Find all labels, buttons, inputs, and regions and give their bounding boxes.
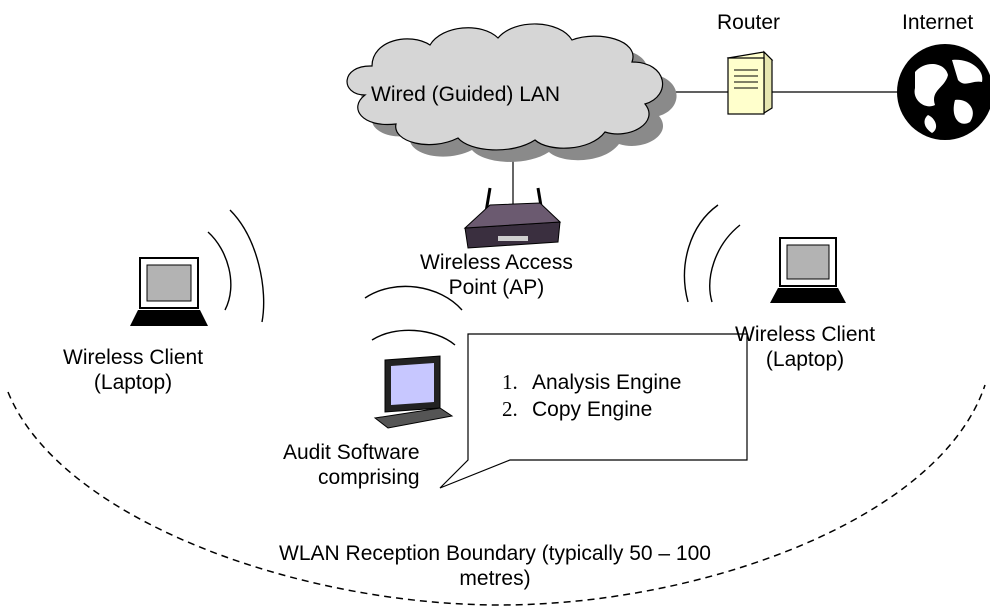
access-point-icon [463, 187, 562, 249]
callout-list: 1.Analysis Engine 2.Copy Engine [502, 369, 681, 423]
internet-label: Internet [902, 11, 974, 34]
client-right-label: Wireless Client (Laptop) [735, 323, 876, 371]
audit-software-label: Audit Software comprising [283, 441, 420, 489]
globe-icon [897, 44, 990, 140]
router-icon [726, 50, 774, 115]
access-point-label: Wireless Access Point (AP) [420, 251, 573, 299]
callout-box [439, 333, 748, 489]
wlan-boundary-arc [7, 384, 986, 606]
audit-laptop-icon [373, 355, 454, 429]
signal-waves-left [207, 209, 265, 323]
laptop-right-icon [770, 237, 846, 303]
cloud-shape [346, 23, 677, 162]
signal-waves-right [683, 204, 741, 303]
callout-item: 1.Analysis Engine [502, 370, 682, 394]
laptop-left-icon [130, 257, 208, 326]
boundary-label: WLAN Reception Boundary (typically 50 – … [279, 542, 711, 590]
signal-waves-audit [364, 285, 463, 346]
client-left-label: Wireless Client (Laptop) [63, 346, 204, 394]
callout-item: 2.Copy Engine [502, 397, 653, 421]
router-label: Router [717, 11, 781, 34]
cloud-label: Wired (Guided) LAN [371, 83, 561, 106]
